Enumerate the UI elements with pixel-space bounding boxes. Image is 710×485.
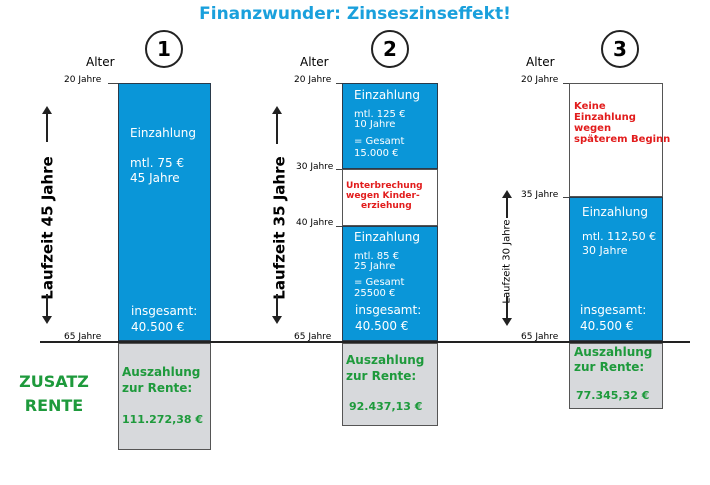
scenario-2-tickline-40 bbox=[336, 226, 342, 227]
scenario-2-a-gesamt: = Gesamt bbox=[354, 136, 405, 147]
scenario-1-laufzeit: Laufzeit 45 Jahre bbox=[38, 156, 57, 300]
scenario-3-tickline-35 bbox=[563, 197, 569, 198]
scenario-3-tick-35: 35 Jahre bbox=[521, 190, 559, 200]
scenario-1-rate: mtl. 75 € bbox=[130, 156, 185, 170]
scenario-2-arrow-down-icon bbox=[272, 316, 282, 324]
scenario-3-payout-label-2: zur Rente: bbox=[574, 360, 645, 374]
scenario-3-payout-value: 77.345,32 € bbox=[576, 389, 650, 402]
scenario-2-payout-label-1: Auszahlung bbox=[346, 353, 425, 367]
scenario-1-deposit-bar bbox=[118, 83, 211, 341]
scenario-2-tick-20: 20 Jahre bbox=[294, 75, 332, 85]
scenario-1-arrow-shaft-top bbox=[46, 112, 48, 142]
scenario-2-payout-label-2: zur Rente: bbox=[346, 369, 417, 383]
scenario-3-note-line-3: wegen bbox=[574, 123, 612, 134]
scenario-1-payout-box bbox=[118, 343, 211, 450]
scenario-2-b-rate: mtl. 85 € bbox=[354, 251, 400, 262]
scenario-2-b-sum: 25500 € bbox=[354, 288, 396, 299]
page-title: Finanzwunder: Zinseszinseffekt! bbox=[199, 4, 511, 24]
rente-label: RENTE bbox=[24, 396, 84, 415]
scenario-1-payout-label-2: zur Rente: bbox=[122, 381, 193, 395]
scenario-3-heading: Einzahlung bbox=[582, 205, 648, 219]
scenario-2-pause-line-2: wegen Kinder- bbox=[346, 191, 420, 201]
scenario-1-payout-value: 111.272,38 € bbox=[122, 413, 204, 426]
scenario-3-years: 30 Jahre bbox=[582, 244, 628, 257]
scenario-3-arrow-shaft-bottom bbox=[506, 296, 508, 320]
scenario-2-tick-30: 30 Jahre bbox=[296, 162, 334, 172]
scenario-3-payout-label-1: Auszahlung bbox=[574, 345, 653, 359]
scenario-2-arrow-shaft-top bbox=[276, 112, 278, 144]
scenario-3-no-deposit-block bbox=[569, 83, 663, 197]
scenario-1-payout-label-1: Auszahlung bbox=[122, 365, 201, 379]
scenario-1-tickline-20 bbox=[108, 83, 118, 84]
scenario-1-arrow-up-icon bbox=[42, 106, 52, 114]
scenario-1-years: 45 Jahre bbox=[130, 171, 180, 185]
scenario-3-alter: Alter bbox=[526, 55, 555, 69]
scenario-2-arrow-up-icon bbox=[272, 106, 282, 114]
scenario-2-tickline-20 bbox=[336, 83, 342, 84]
scenario-2-pause-block bbox=[342, 169, 438, 226]
scenario-3-note-line-4: späterem Beginn bbox=[574, 134, 671, 145]
scenario-1-heading: Einzahlung bbox=[130, 126, 196, 140]
scenario-1-total-value: 40.500 € bbox=[131, 320, 185, 334]
scenario-2-total-value: 40.500 € bbox=[355, 319, 409, 333]
scenario-1-arrow-down-icon bbox=[42, 316, 52, 324]
scenario-2-pause-line-1: Unterbrechung bbox=[346, 181, 423, 191]
scenario-3-deposit-bar bbox=[569, 197, 663, 341]
scenario-2-a-rate: mtl. 125 € bbox=[354, 109, 406, 120]
scenario-2-deposit-block-a bbox=[342, 83, 438, 169]
zusatz-label: ZUSATZ bbox=[19, 372, 89, 391]
scenario-3-tickline-20 bbox=[563, 83, 569, 84]
scenario-3-note-line-1: Keine bbox=[574, 101, 606, 112]
scenario-3-rate: mtl. 112,50 € bbox=[582, 230, 657, 243]
scenario-2-b-gesamt: = Gesamt bbox=[354, 277, 405, 288]
scenario-1-total-label: insgesamt: bbox=[131, 304, 198, 318]
scenario-2-number: 2 bbox=[371, 30, 409, 68]
scenario-2-laufzeit: Laufzeit 35 Jahre bbox=[270, 156, 289, 300]
scenario-3-total-value: 40.500 € bbox=[580, 319, 634, 333]
scenario-2-arrow-shaft-bottom bbox=[276, 294, 278, 318]
scenario-2-alter: Alter bbox=[300, 55, 329, 69]
scenario-1-tick-65: 65 Jahre bbox=[64, 332, 102, 342]
scenario-1-arrow-shaft-bottom bbox=[46, 294, 48, 318]
scenario-2-tick-65: 65 Jahre bbox=[294, 332, 332, 342]
scenario-2-payout-value: 92.437,13 € bbox=[349, 400, 423, 413]
scenario-3-arrow-shaft-top bbox=[506, 196, 508, 218]
scenario-3-arrow-up-icon bbox=[502, 190, 512, 198]
scenario-2-a-years: 10 Jahre bbox=[354, 119, 396, 130]
scenario-2-a-heading: Einzahlung bbox=[354, 88, 420, 102]
scenario-1-alter: Alter bbox=[86, 55, 115, 69]
scenario-3-tick-20: 20 Jahre bbox=[521, 75, 559, 85]
scenario-1-tick-20: 20 Jahre bbox=[64, 75, 102, 85]
scenario-2-b-heading: Einzahlung bbox=[354, 230, 420, 244]
scenario-2-total-label: insgesamt: bbox=[355, 303, 422, 317]
scenario-2-b-years: 25 Jahre bbox=[354, 261, 396, 272]
scenario-3-number: 3 bbox=[601, 30, 639, 68]
scenario-1-number: 1 bbox=[145, 30, 183, 68]
scenario-2-payout-box bbox=[342, 343, 438, 426]
scenario-3-payout-box bbox=[569, 343, 663, 409]
baseline-65 bbox=[40, 341, 690, 343]
scenario-2-deposit-block-b bbox=[342, 226, 438, 341]
scenario-3-total-label: insgesamt: bbox=[580, 303, 647, 317]
scenario-3-note-line-2: Einzahlung bbox=[574, 112, 636, 123]
scenario-3-arrow-down-icon bbox=[502, 318, 512, 326]
scenario-2-pause-line-3: erziehung bbox=[361, 201, 412, 211]
scenario-2-tick-40: 40 Jahre bbox=[296, 218, 334, 228]
scenario-2-tickline-30 bbox=[336, 169, 342, 170]
scenario-2-a-sum: 15.000 € bbox=[354, 148, 399, 159]
scenario-3-tick-65: 65 Jahre bbox=[521, 332, 559, 342]
